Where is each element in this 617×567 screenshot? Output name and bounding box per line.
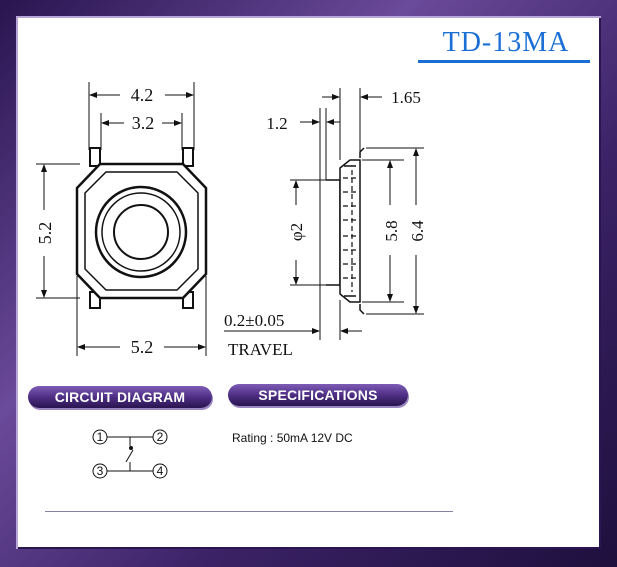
rating-spec: Rating : 50mA 12V DC bbox=[232, 431, 353, 445]
side-dimensions bbox=[224, 88, 424, 340]
circuit-diagram bbox=[92, 429, 168, 479]
title-underline bbox=[418, 60, 590, 63]
dim-1-65: 1.65 bbox=[391, 88, 421, 107]
dim-5-2-left: 5.2 bbox=[35, 222, 55, 245]
footer-divider bbox=[45, 511, 453, 512]
dim-5-8: 5.8 bbox=[382, 220, 401, 241]
specifications-header: SPECIFICATIONS bbox=[228, 384, 408, 406]
dim-1-2: 1.2 bbox=[266, 114, 287, 133]
dim-3-2: 3.2 bbox=[132, 113, 155, 133]
front-dimensions bbox=[36, 82, 207, 356]
front-view bbox=[75, 147, 208, 309]
pin-3-label: 3 bbox=[97, 464, 104, 478]
pin-1-label: 1 bbox=[97, 430, 104, 444]
dim-phi-2: φ2 bbox=[287, 223, 306, 241]
pin-2-label: 2 bbox=[157, 430, 164, 444]
dim-4-2: 4.2 bbox=[131, 85, 154, 105]
pin-4-label: 4 bbox=[157, 464, 164, 478]
circuit-diagram-header: CIRCUIT DIAGRAM bbox=[28, 386, 212, 408]
dim-6-4: 6.4 bbox=[408, 220, 427, 242]
travel-value: 0.2±0.05 bbox=[224, 311, 284, 330]
part-number-title: TD-13MA bbox=[442, 27, 570, 58]
dim-5-2-bottom: 5.2 bbox=[131, 337, 154, 357]
travel-label: TRAVEL bbox=[228, 340, 293, 359]
side-view bbox=[326, 147, 365, 315]
